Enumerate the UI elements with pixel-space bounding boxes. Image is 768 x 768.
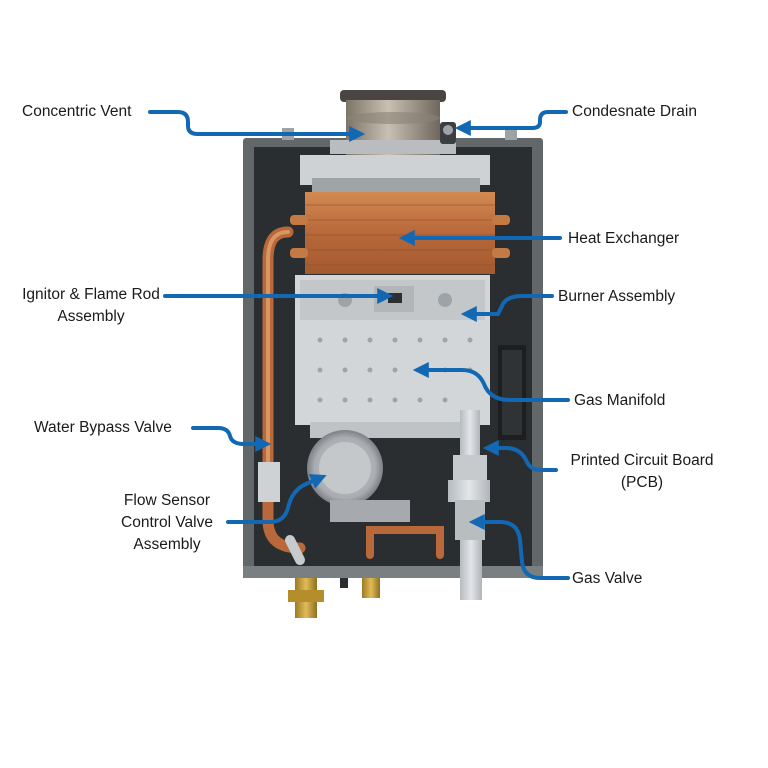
label-gas-manifold: Gas Manifold [574, 392, 666, 409]
arrow-condensate-drain [454, 110, 568, 136]
arrow-water-bypass-valve [191, 426, 272, 452]
arrow-concentric-vent [148, 110, 366, 142]
label-condensate-drain: Condesnate Drain [572, 103, 697, 120]
concentric-vent-part [330, 90, 456, 155]
label-pcb: Printed Circuit Board (PCB) [570, 452, 714, 491]
condensate-drain-part [440, 122, 456, 144]
arrow-burner-assembly [460, 294, 554, 322]
arrow-pcb [482, 440, 558, 472]
label-gas-valve: Gas Valve [572, 570, 643, 587]
pcb-box [498, 345, 526, 440]
upper-housing [300, 155, 490, 194]
combustion-fan [307, 430, 410, 522]
flow-sensor-valve-part [258, 462, 280, 502]
arrow-gas-manifold [412, 362, 570, 402]
label-ignitor-flame-rod: Ignitor & Flame Rod Assembly [22, 286, 160, 325]
heat-exchanger-part [290, 192, 510, 274]
callout-arrows [148, 110, 570, 580]
bottom-pipes [285, 526, 444, 565]
label-burner-assembly: Burner Assembly [558, 288, 676, 305]
label-flow-sensor: Flow Sensor Control Valve Assembly [121, 492, 213, 553]
arrow-flow-sensor [226, 474, 327, 524]
label-water-bypass-valve: Water Bypass Valve [34, 419, 172, 436]
water-fittings [288, 578, 380, 618]
arrow-gas-valve [468, 514, 570, 580]
label-concentric-vent: Concentric Vent [22, 103, 132, 120]
label-heat-exchanger: Heat Exchanger [568, 230, 680, 247]
